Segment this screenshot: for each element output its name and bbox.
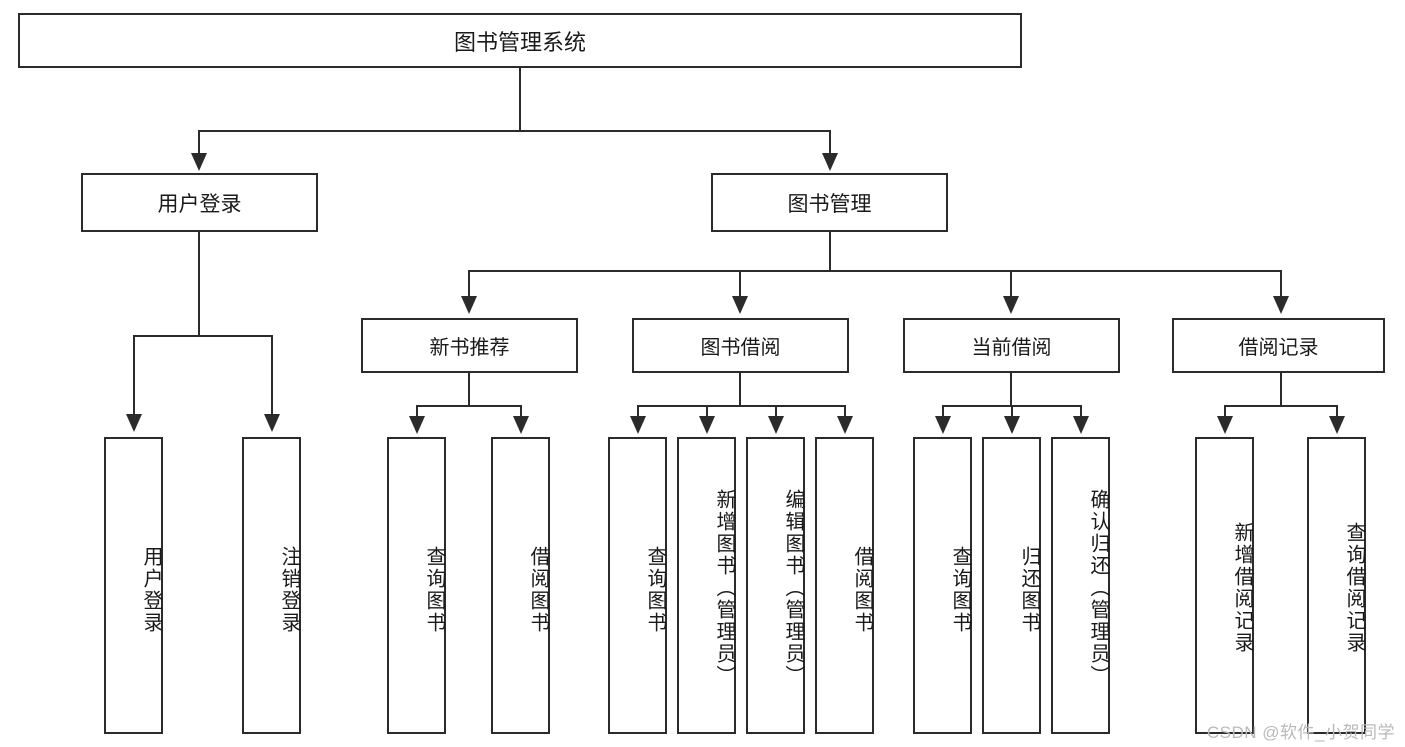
arrowhead-leaf-br-2	[1329, 416, 1345, 434]
connector-user-login-stem	[198, 232, 200, 336]
connector-drop-user-login	[198, 130, 200, 158]
arrowhead-current-borrow	[1003, 296, 1019, 314]
connector-root-stem	[519, 68, 521, 131]
connector-drop-current-borrow	[1010, 270, 1012, 298]
leaf-current-borrow-return-book[interactable]: 归还图书	[982, 437, 1041, 734]
leaf-user-login-logout[interactable]: 注销登录	[242, 437, 301, 734]
connector-new-book-recommend-bus	[416, 405, 522, 407]
connector-user-login-bus	[133, 335, 273, 337]
node-label: 查询图书	[949, 545, 971, 634]
arrowhead-leaf-cb-1	[935, 416, 951, 434]
node-label: 当前借阅	[971, 337, 1052, 359]
connector-drop-leaf-br-2	[1336, 405, 1338, 419]
node-book-borrow[interactable]: 图书借阅	[632, 318, 849, 373]
leaf-borrow-record-add-record[interactable]: 新增借阅记录	[1195, 437, 1254, 734]
arrowhead-leaf-bb-4	[837, 416, 853, 434]
node-label: 借阅图书	[851, 545, 873, 634]
connector-borrow-record-bus	[1224, 405, 1338, 407]
connector-drop-leaf-nbr-2	[520, 405, 522, 419]
node-label: 注销登录	[278, 545, 300, 634]
connector-drop-leaf-user-login-1	[133, 335, 135, 417]
node-label: 新书推荐	[429, 337, 510, 359]
connector-borrow-record-stem	[1280, 373, 1282, 407]
leaf-book-borrow-borrow-book[interactable]: 借阅图书	[815, 437, 874, 734]
arrowhead-leaf-nbr-1	[409, 416, 425, 434]
connector-current-borrow-stem	[1010, 373, 1012, 407]
arrowhead-leaf-nbr-2	[513, 416, 529, 434]
arrowhead-leaf-cb-2	[1004, 416, 1020, 434]
node-label: 图书借阅	[700, 337, 781, 359]
arrowhead-leaf-user-login-2	[264, 414, 280, 432]
node-label: 图书管理	[787, 192, 872, 216]
arrowhead-borrow-record	[1273, 296, 1289, 314]
node-book-management[interactable]: 图书管理	[711, 173, 948, 232]
node-label: 查询借阅记录	[1343, 521, 1365, 654]
node-label: 归还图书	[1018, 545, 1040, 634]
leaf-borrow-record-query-record[interactable]: 查询借阅记录	[1307, 437, 1366, 734]
connector-drop-borrow-record	[1280, 270, 1282, 298]
leaf-book-borrow-edit-book-admin[interactable]: 编辑图书（管理员）	[746, 437, 805, 734]
leaf-current-borrow-query-book[interactable]: 查询图书	[913, 437, 972, 734]
connector-drop-leaf-br-1	[1224, 405, 1226, 419]
connector-drop-leaf-cb-3	[1080, 405, 1082, 419]
node-borrow-record[interactable]: 借阅记录	[1172, 318, 1385, 373]
arrowhead-book-borrow	[732, 296, 748, 314]
node-user-login[interactable]: 用户登录	[81, 173, 318, 232]
connector-book-management-stem	[829, 232, 831, 272]
connector-drop-book-borrow	[739, 270, 741, 298]
arrowhead-leaf-cb-3	[1073, 416, 1089, 434]
connector-book-borrow-bus	[637, 405, 846, 407]
node-label: 用户登录	[140, 545, 162, 634]
connector-book-management-bus	[468, 270, 1282, 272]
node-current-borrow[interactable]: 当前借阅	[903, 318, 1120, 373]
leaf-book-borrow-query-book[interactable]: 查询图书	[608, 437, 667, 734]
connector-book-borrow-stem	[739, 373, 741, 407]
node-label: 新增图书（管理员）	[713, 488, 735, 687]
leaf-user-login-login[interactable]: 用户登录	[104, 437, 163, 734]
arrowhead-leaf-user-login-1	[126, 414, 142, 432]
arrowhead-leaf-bb-1	[630, 416, 646, 434]
leaf-current-borrow-confirm-return-admin[interactable]: 确认归还（管理员）	[1051, 437, 1110, 734]
node-label: 用户登录	[157, 192, 242, 216]
connector-drop-leaf-cb-1	[942, 405, 944, 419]
connector-drop-leaf-bb-3	[775, 405, 777, 419]
connector-drop-leaf-bb-2	[706, 405, 708, 419]
node-new-book-recommend[interactable]: 新书推荐	[361, 318, 578, 373]
node-label: 查询图书	[423, 545, 445, 634]
node-label: 借阅记录	[1238, 337, 1319, 359]
connector-drop-new-book-recommend	[468, 270, 470, 298]
connector-drop-leaf-cb-2	[1011, 405, 1013, 419]
connector-drop-leaf-nbr-1	[416, 405, 418, 419]
arrowhead-leaf-br-1	[1217, 416, 1233, 434]
node-root-book-management-system[interactable]: 图书管理系统	[18, 13, 1022, 68]
leaf-new-book-borrow-book[interactable]: 借阅图书	[491, 437, 550, 734]
leaf-new-book-query-book[interactable]: 查询图书	[387, 437, 446, 734]
arrowhead-leaf-bb-2	[699, 416, 715, 434]
arrowhead-user-login	[191, 153, 207, 171]
arrowhead-book-management	[822, 153, 838, 171]
leaf-book-borrow-add-book-admin[interactable]: 新增图书（管理员）	[677, 437, 736, 734]
connector-drop-leaf-user-login-2	[271, 335, 273, 417]
node-label: 编辑图书（管理员）	[782, 488, 804, 687]
node-label: 查询图书	[644, 545, 666, 634]
node-label: 借阅图书	[527, 545, 549, 634]
csdn-watermark: CSDN @软件_小贺同学	[1206, 723, 1395, 742]
arrowhead-leaf-bb-3	[768, 416, 784, 434]
connector-drop-leaf-bb-4	[844, 405, 846, 419]
node-label: 新增借阅记录	[1231, 521, 1253, 654]
connector-drop-leaf-bb-1	[637, 405, 639, 419]
connector-drop-book-management	[829, 130, 831, 158]
arrowhead-new-book-recommend	[461, 296, 477, 314]
connector-root-bus	[198, 130, 831, 132]
node-label: 图书管理系统	[453, 29, 586, 55]
connector-new-book-recommend-stem	[468, 373, 470, 407]
node-label: 确认归还（管理员）	[1087, 488, 1109, 687]
